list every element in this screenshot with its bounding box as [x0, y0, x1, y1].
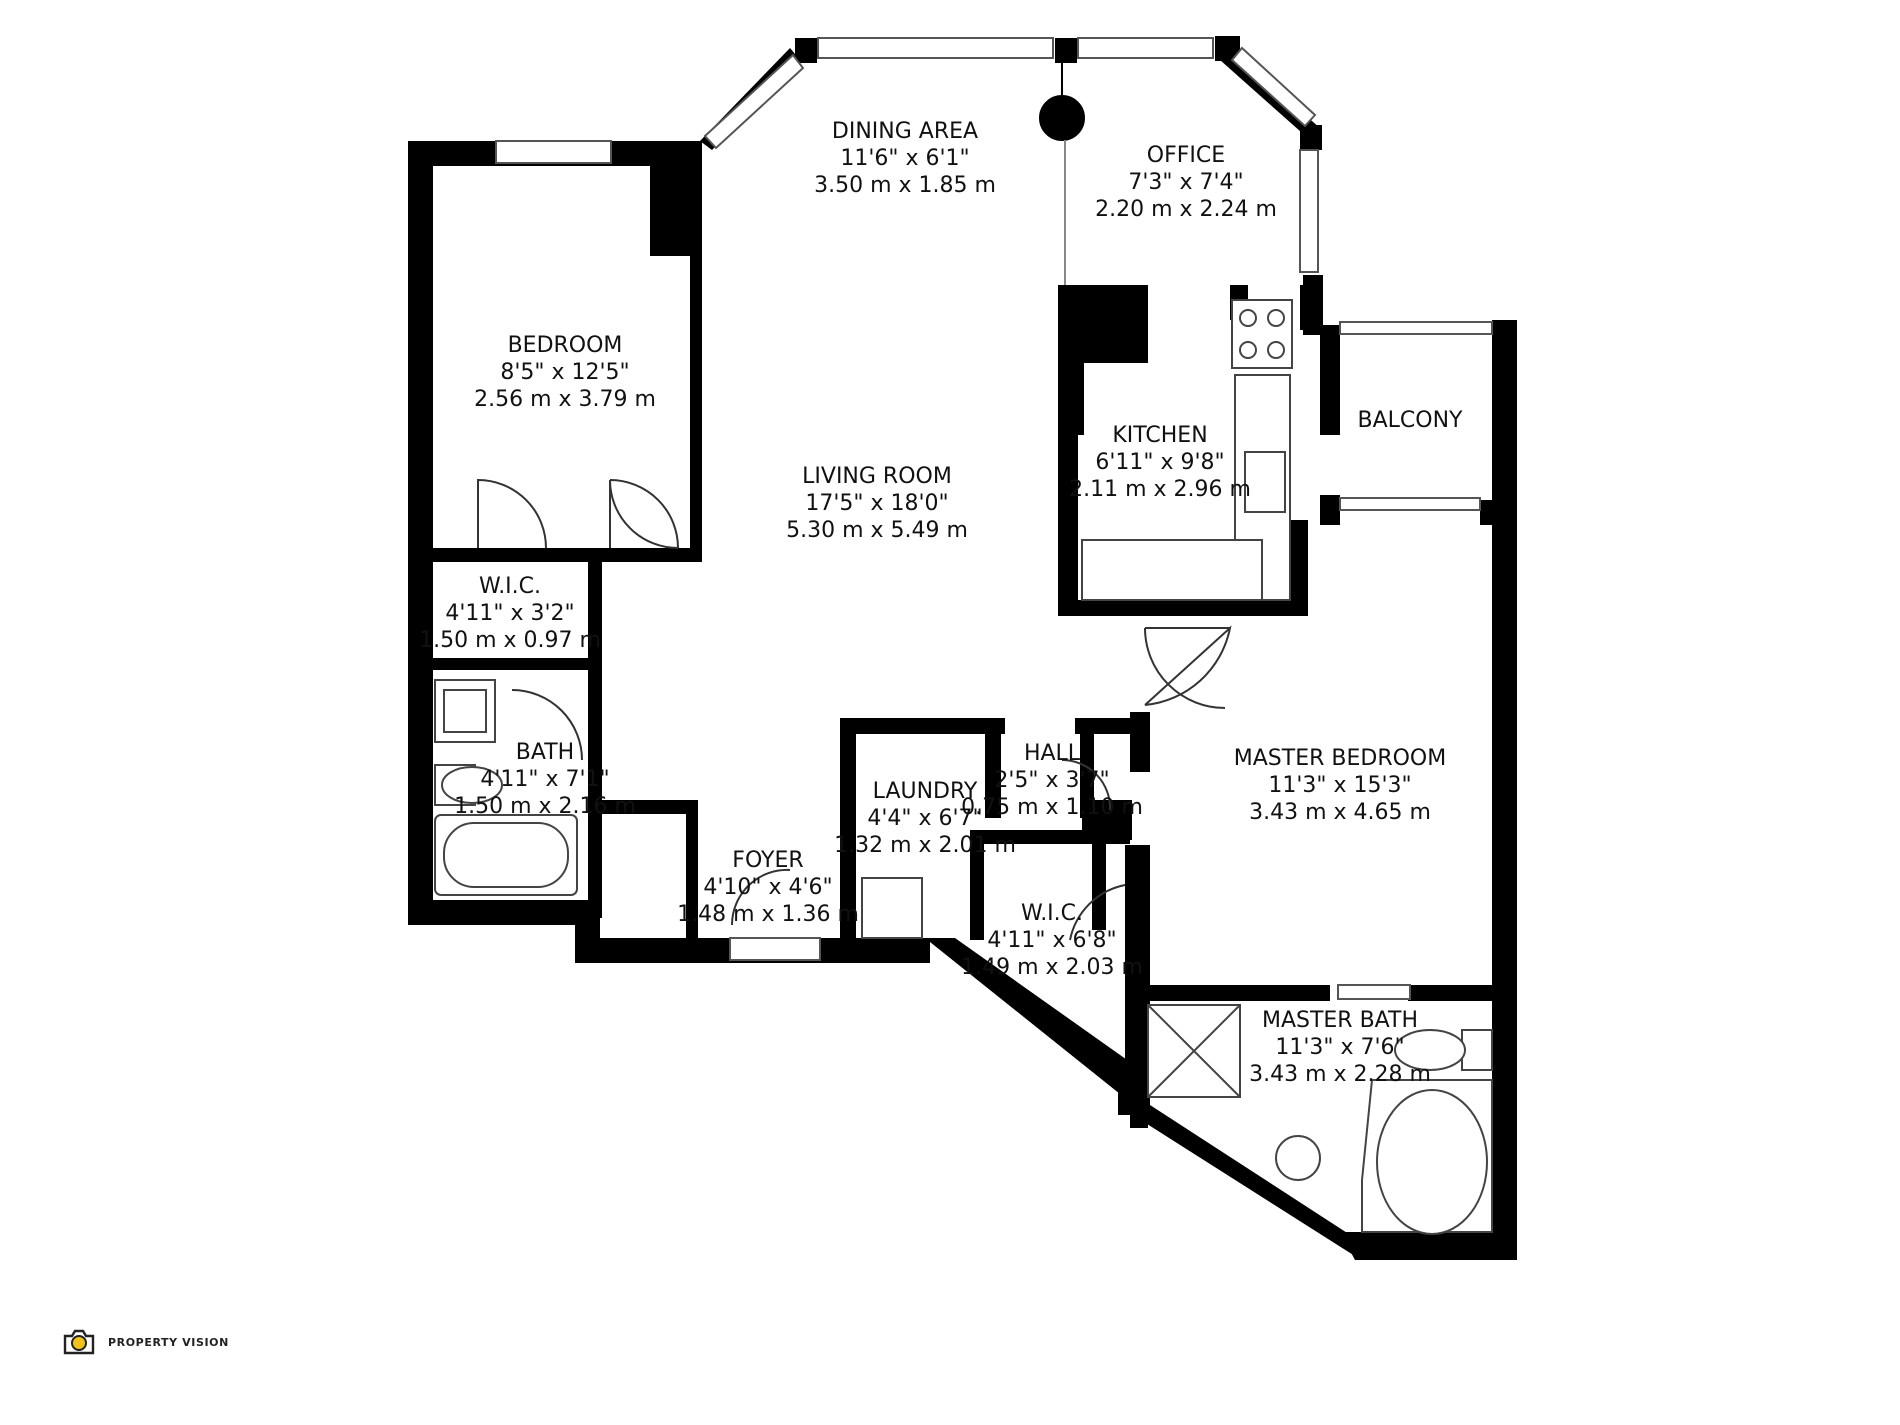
- room-label-balcony: BALCONY: [1357, 408, 1463, 433]
- brand-logo: PROPERTY VISION: [62, 1328, 229, 1356]
- room-label-office: OFFICE 7'3" x 7'4" 2.20 m x 2.24 m: [1095, 143, 1277, 222]
- brand-name: PROPERTY VISION: [108, 1335, 229, 1349]
- room-label-wic2: W.I.C. 4'11" x 6'8" 1.49 m x 2.03 m: [961, 901, 1143, 980]
- room-label-laundry: LAUNDRY 4'4" x 6'7" 1.32 m x 2.01 m: [834, 779, 1016, 858]
- room-label-wic1: W.I.C. 4'11" x 3'2" 1.50 m x 0.97 m: [419, 574, 601, 653]
- room-label-kitchen: KITCHEN 6'11" x 9'8" 2.11 m x 2.96 m: [1069, 423, 1251, 502]
- room-label-masterbath: MASTER BATH 11'3" x 7'6" 3.43 m x 2.28 m: [1249, 1008, 1431, 1087]
- room-label-living: LIVING ROOM 17'5" x 18'0" 5.30 m x 5.49 …: [786, 464, 968, 543]
- windows: [495, 37, 1493, 1000]
- room-label-dining: DINING AREA 11'6" x 6'1" 3.50 m x 1.85 m: [814, 119, 996, 198]
- room-label-hall: HALL 2'5" x 3'7" 0.75 m x 1.10 m: [961, 741, 1143, 820]
- fixtures: [434, 60, 1493, 1235]
- door-swings: [477, 478, 1232, 941]
- room-label-bedroom: BEDROOM 8'5" x 12'5" 2.56 m x 3.79 m: [474, 333, 656, 412]
- camera-icon: [63, 1329, 95, 1355]
- room-label-master: MASTER BEDROOM 11'3" x 15'3" 3.43 m x 4.…: [1233, 746, 1447, 825]
- room-label-bath: BATH 4'11" x 7'1" 1.50 m x 2.16 m: [454, 740, 636, 819]
- room-label-foyer: FOYER 4'10" x 4'6" 1.48 m x 1.36 m: [677, 848, 859, 927]
